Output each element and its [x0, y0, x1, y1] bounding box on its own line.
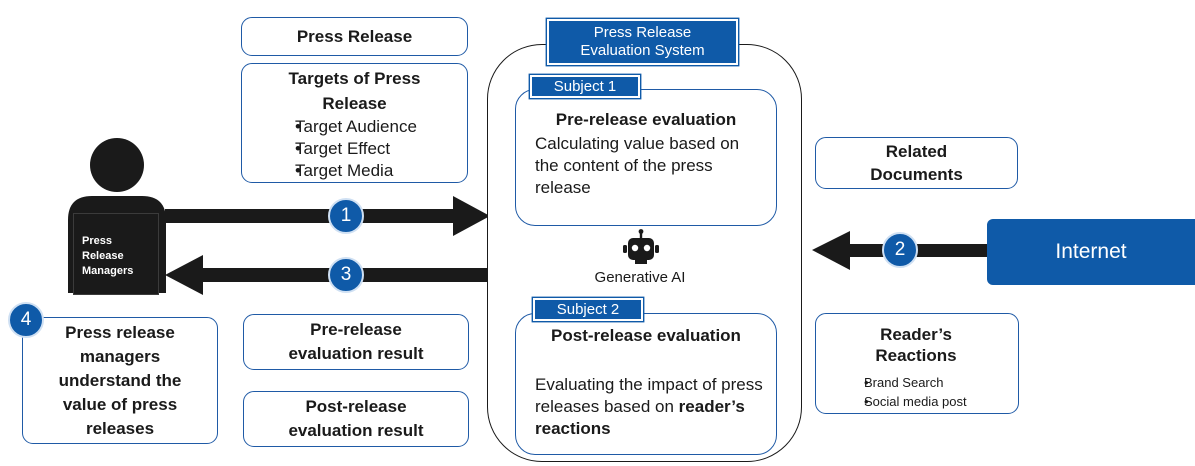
targets-title: Targets of Press Release	[288, 69, 421, 113]
related-documents-box: Related Documents	[815, 137, 1018, 189]
reaction-item: Social media post	[822, 392, 967, 411]
target-item: Target Effect	[254, 138, 417, 160]
subject1-text: Calculating value based on the content o…	[535, 134, 740, 197]
targets-list: Target Audience Target Effect Target Med…	[254, 116, 417, 182]
step-badge-3: 3	[328, 257, 364, 293]
subject2-box: Post-release evaluation Evaluating the i…	[515, 313, 777, 455]
internet-box: Internet	[987, 219, 1195, 285]
arrow-to-managers	[165, 255, 488, 295]
reactions-list: Brand Search Social media post	[822, 373, 967, 411]
press-release-box: Press Release	[241, 17, 468, 56]
evaluation-system-title: Press Release Evaluation System	[547, 19, 738, 65]
target-item: Target Media	[254, 160, 417, 182]
robot-icon	[623, 229, 659, 264]
subject2-title: Post-release evaluation	[551, 326, 741, 345]
step-badge-1: 1	[328, 198, 364, 234]
pre-release-result-box: Pre-release evaluation result	[243, 314, 469, 370]
targets-box: Targets of Press Release Target Audience…	[241, 63, 468, 183]
subject1-box: Pre-release evaluation Calculating value…	[515, 89, 777, 226]
subject2-text: Evaluating the impact of press releases …	[535, 374, 765, 440]
target-item: Target Audience	[254, 116, 417, 138]
reaction-item: Brand Search	[822, 373, 967, 392]
step-badge-4: 4	[8, 302, 44, 338]
subject1-title: Pre-release evaluation	[555, 110, 737, 129]
subject2-text-bold: reader’s reactions	[535, 397, 745, 438]
generative-ai-label: Generative AI	[594, 269, 686, 286]
subject1-tag: Subject 1	[530, 75, 640, 98]
managers-label-box	[73, 213, 159, 295]
readers-reactions-title: Reader’s Reactions	[875, 325, 957, 365]
step-badge-2: 2	[882, 232, 918, 268]
post-release-result-box: Post-release evaluation result	[243, 391, 469, 447]
subject2-text-plain: Evaluating the impact of press releases …	[535, 375, 763, 416]
arrow-to-system	[165, 196, 490, 236]
managers-label: Press Release Managers	[82, 235, 134, 277]
readers-reactions-box: Reader’s Reactions Brand Search Social m…	[815, 313, 1019, 414]
subject2-tag: Subject 2	[533, 298, 643, 321]
understand-box: Press release managers understand the va…	[22, 317, 218, 444]
